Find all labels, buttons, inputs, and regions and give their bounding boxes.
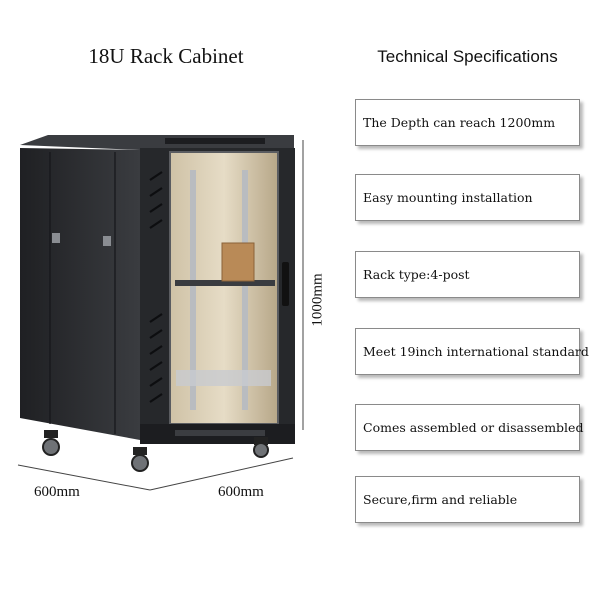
side-lock-icon	[52, 233, 60, 243]
height-dimension: 1000mm	[309, 273, 326, 327]
frame-vents	[149, 171, 163, 403]
width-dimension: 600mm	[34, 484, 80, 500]
side-panel	[20, 148, 140, 440]
side-lock-icon-2	[103, 236, 111, 246]
interior-rails	[175, 170, 275, 410]
door-handle	[282, 262, 289, 306]
spec-item-mounting: Easy mounting installation	[355, 174, 580, 221]
spec-item-standard: Meet 19inch international standard	[355, 328, 589, 375]
depth-dimension: 600mm	[218, 484, 264, 500]
spec-item-rack-type: Rack type:4-post	[355, 251, 580, 298]
spec-item-assembly: Comes assembled or disassembled	[355, 404, 583, 451]
dimension-lines	[17, 140, 304, 491]
caster-wheels	[42, 430, 269, 472]
spec-item-security: Secure,firm and reliable	[355, 476, 580, 523]
spec-item-depth: The Depth can reach 1200mm	[355, 99, 580, 146]
top-vent	[165, 138, 265, 144]
product-title: 18U Rack Cabinet	[88, 44, 244, 68]
box-on-shelf	[221, 242, 255, 282]
specs-heading: Technical Specifications	[377, 47, 558, 66]
